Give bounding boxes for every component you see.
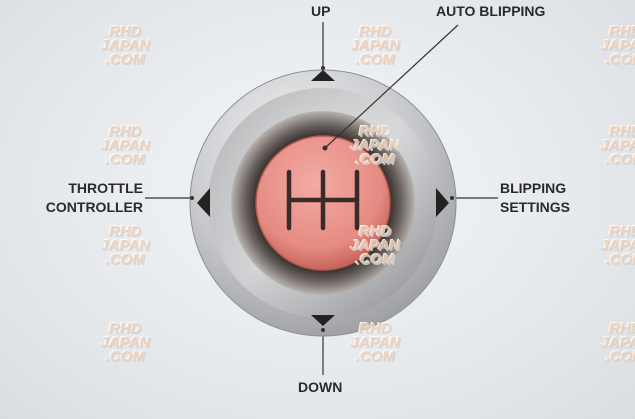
label-throttle-line1: THROTTLE bbox=[68, 180, 143, 196]
label-down: DOWN bbox=[298, 379, 343, 395]
label-up: UP bbox=[311, 3, 331, 19]
shift-pattern-icon bbox=[286, 169, 360, 231]
down-arrow-icon[interactable] bbox=[311, 315, 335, 326]
right-leader-dot bbox=[450, 196, 454, 200]
left-leader-dot bbox=[190, 196, 194, 200]
up-arrow-icon[interactable] bbox=[311, 70, 335, 81]
label-blipping-settings: BLIPPING SETTINGS bbox=[500, 179, 570, 217]
left-arrow-icon[interactable] bbox=[197, 188, 210, 217]
up-leader-dot bbox=[321, 66, 325, 70]
label-blipping-line2: SETTINGS bbox=[500, 199, 571, 215]
auto-blipping-leader-line bbox=[324, 24, 459, 149]
label-auto-blipping: AUTO BLIPPING bbox=[436, 3, 546, 19]
label-throttle-line2: CONTROLLER bbox=[45, 199, 143, 215]
down-leader-dot bbox=[321, 328, 325, 332]
label-throttle-controller: THROTTLE CONTROLLER bbox=[46, 179, 143, 217]
auto-blipping-leader-dot bbox=[322, 145, 328, 151]
right-arrow-icon[interactable] bbox=[436, 188, 449, 217]
label-blipping-line1: BLIPPING bbox=[500, 180, 567, 196]
